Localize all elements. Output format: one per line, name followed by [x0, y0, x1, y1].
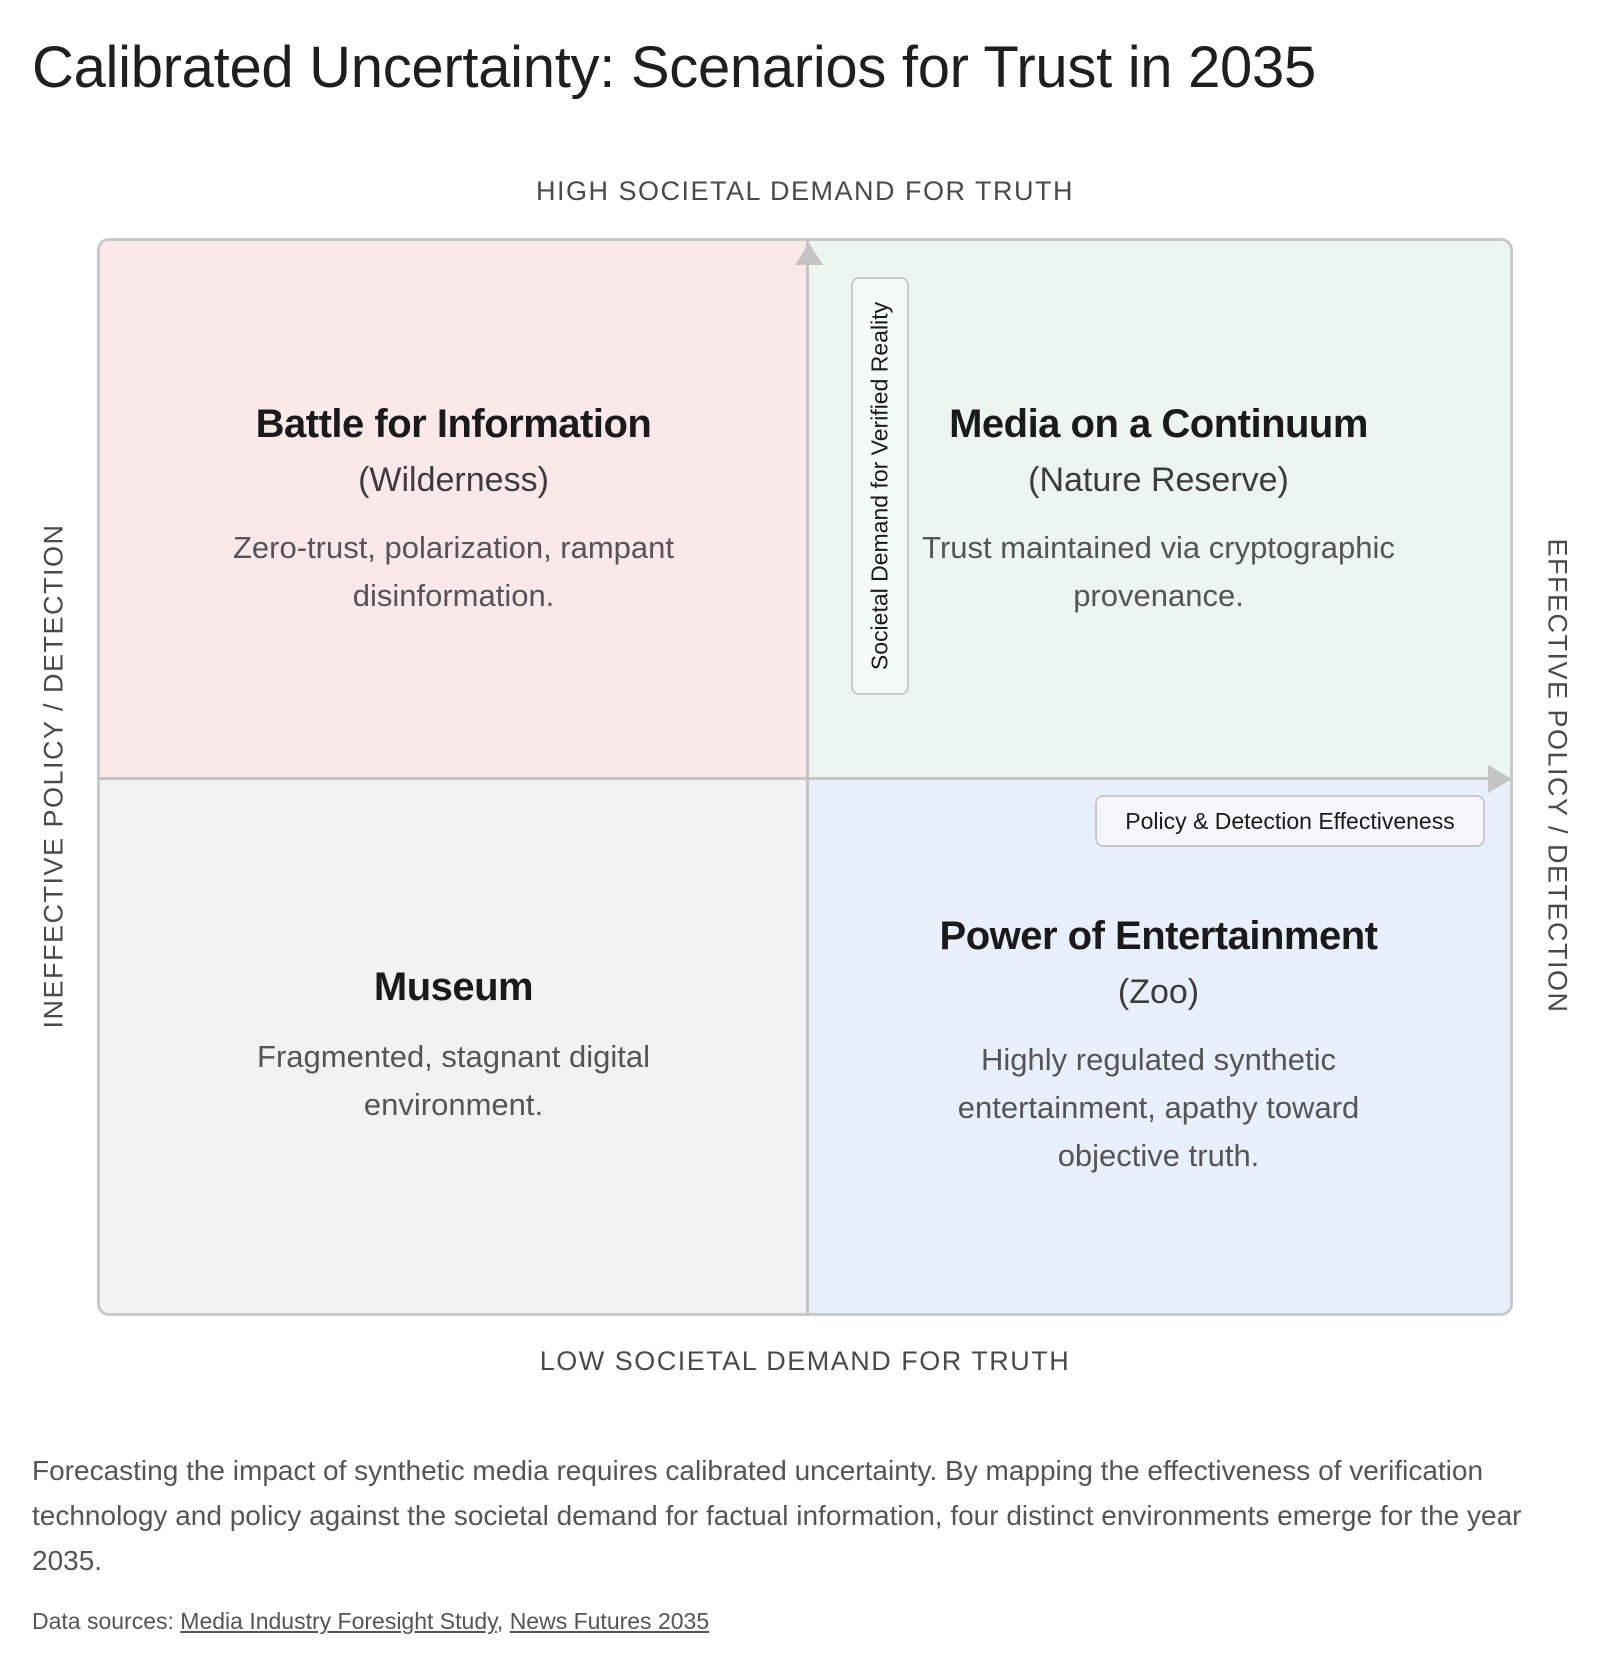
quadrant-description: Highly regulated synthetic entertainment… [957, 1041, 1360, 1173]
quadrant-description: Zero-trust, polarization, rampant disinf… [232, 529, 675, 613]
vertical-axis-line [806, 241, 809, 1313]
vertical-axis-pill: Societal Demand for Verified Reality [851, 277, 909, 695]
quadrant-bottom-right: Power of Entertainment (Zoo) Highly regu… [807, 778, 1510, 1313]
axis-label-left: INEFFECTIVE POLICY / DETECTION [38, 523, 69, 1029]
sources-prefix: Data sources: [32, 1608, 174, 1634]
quadrant-name: Battle for Information [255, 401, 652, 446]
source-link-news-futures[interactable]: News Futures 2035 [509, 1608, 710, 1634]
quadrant-description: Fragmented, stagnant digital environment… [257, 1038, 650, 1122]
horizontal-axis-pill: Policy & Detection Effectiveness [1095, 795, 1485, 847]
quadrant-name: Power of Entertainment [939, 913, 1378, 958]
vertical-axis-pill-label: Societal Demand for Verified Reality [866, 301, 893, 671]
quadrant-bottom-left: Museum Fragmented, stagnant digital envi… [100, 778, 807, 1313]
quadrant-name: Media on a Continuum [949, 401, 1368, 446]
source-link-foresight-study[interactable]: Media Industry Foresight Study [180, 1608, 497, 1634]
axis-label-top: HIGH SOCIETAL DEMAND FOR TRUTH [535, 176, 1075, 206]
quadrant-name: Museum [373, 964, 534, 1009]
sources-separator: , [496, 1608, 504, 1634]
horizontal-axis-line [100, 777, 1510, 780]
quadrant-top-right: Media on a Continuum (Nature Reserve) Tr… [807, 241, 1510, 778]
page-title: Calibrated Uncertainty: Scenarios for Tr… [32, 35, 1316, 100]
data-sources: Data sources: Media Industry Foresight S… [32, 1608, 709, 1635]
arrow-up-icon [795, 243, 823, 265]
axis-label-bottom: LOW SOCIETAL DEMAND FOR TRUTH [539, 1346, 1071, 1376]
axis-label-right: EFFECTIVE POLICY / DETECTION [1542, 538, 1573, 1014]
quadrant-subtitle: (Wilderness) [358, 460, 549, 499]
quadrant-top-left: Battle for Information (Wilderness) Zero… [100, 241, 807, 778]
scenario-matrix: Battle for Information (Wilderness) Zero… [97, 238, 1513, 1316]
caption: Forecasting the impact of synthetic medi… [32, 1455, 1522, 1576]
quadrant-description: Trust maintained via cryptographic prove… [922, 529, 1395, 613]
quadrant-subtitle: (Nature Reserve) [1028, 460, 1289, 499]
quadrant-subtitle: (Zoo) [1117, 972, 1200, 1011]
arrow-right-icon [1488, 765, 1510, 793]
